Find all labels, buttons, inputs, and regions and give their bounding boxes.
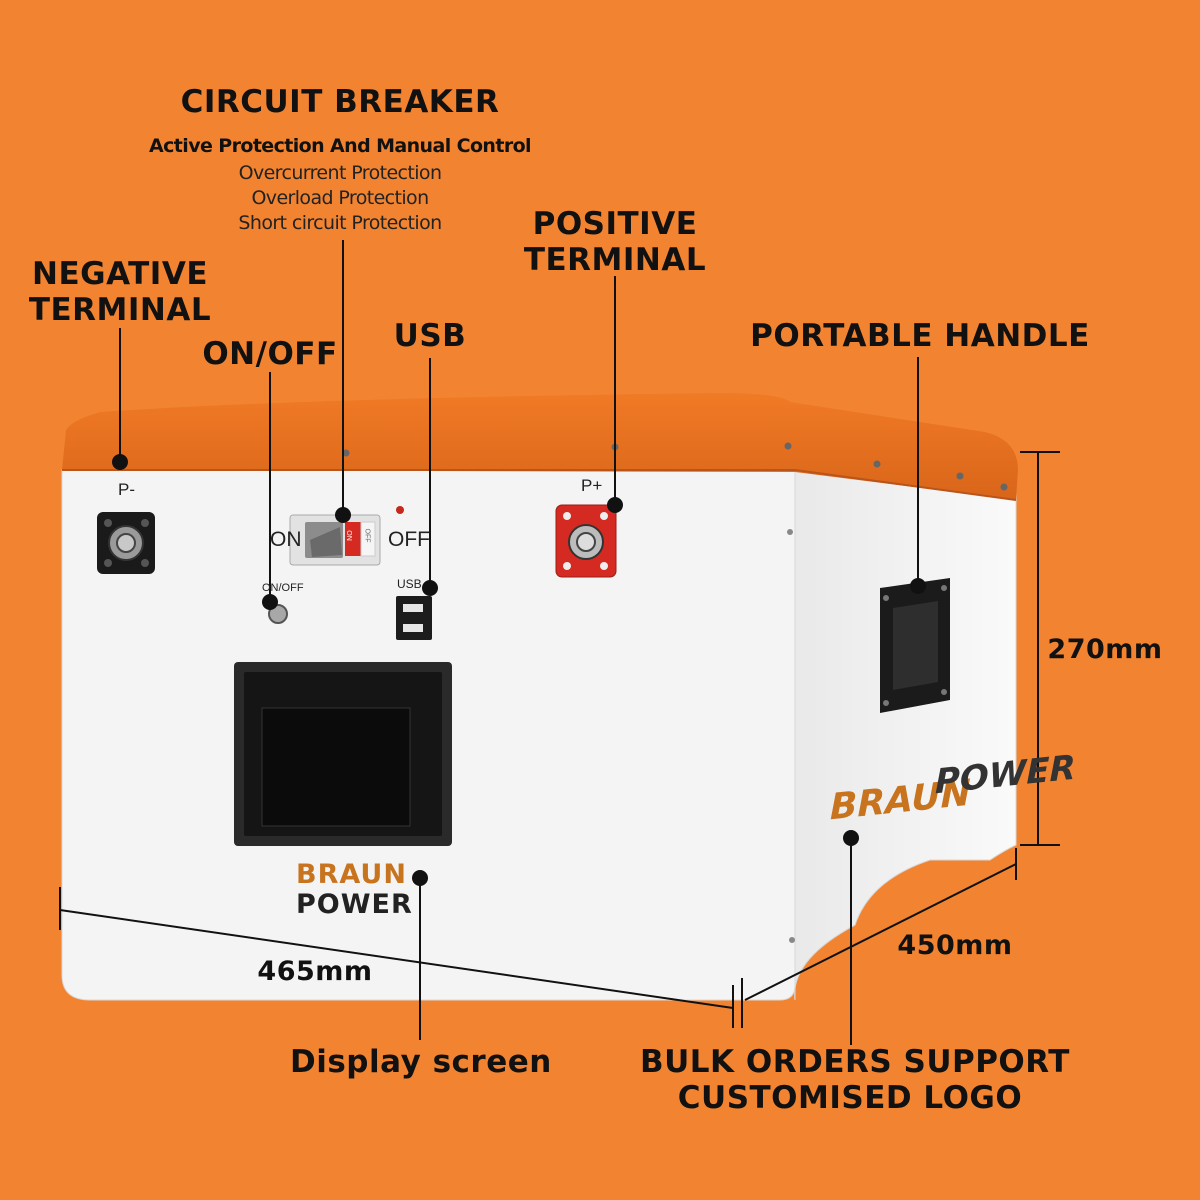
bulk-orders-line-1: BULK ORDERS SUPPORT [640, 1044, 1070, 1080]
front-brand-word-1: BRAUN [296, 859, 407, 890]
positive-mark: P+ [581, 476, 603, 495]
front-brand-logo: BRAUN POWER [296, 860, 413, 920]
portable-handle-graphic [880, 578, 950, 713]
front-brand-word-2: POWER [296, 889, 413, 920]
positive-terminal-line-1: POSITIVE [532, 206, 698, 242]
usb-port-graphic [396, 596, 432, 640]
negative-terminal-line-2: TERMINAL [28, 292, 212, 328]
battery-lid [62, 393, 1018, 500]
power-button-graphic [268, 604, 288, 624]
height-dimension-line [1020, 451, 1060, 846]
breaker-off-mark: OFF [388, 528, 430, 551]
breaker-on-mark: ON [270, 528, 302, 551]
positive-terminal-post [555, 504, 617, 578]
usb-label: USB [393, 318, 467, 354]
negative-terminal-post [97, 512, 155, 574]
positive-terminal-line-2: TERMINAL [523, 242, 707, 278]
circuit-breaker-feature-1: Overcurrent Protection [238, 162, 442, 184]
height-dimension-label: 270mm [1047, 634, 1163, 665]
display-screen-label: Display screen [290, 1044, 552, 1080]
circuit-breaker-subtitle: Active Protection And Manual Control [149, 135, 532, 157]
breaker-switch-on-mark: ON [344, 530, 352, 541]
negative-terminal-label: NEGATIVE TERMINAL [20, 256, 220, 328]
width-dimension-label: 465mm [257, 956, 373, 987]
depth-dimension-label: 450mm [897, 930, 1013, 961]
circuit-breaker-feature-3: Short circuit Protection [238, 212, 442, 234]
positive-terminal-label: POSITIVE TERMINAL [515, 206, 715, 278]
circuit-breaker-title: CIRCUIT BREAKER [180, 84, 500, 120]
circuit-breaker-feature-2: Overload Protection [251, 187, 429, 209]
portable-handle-label: PORTABLE HANDLE [750, 318, 1090, 354]
negative-mark: P- [118, 480, 135, 499]
display-screen-graphic [234, 662, 452, 846]
usb-mark: USB [397, 577, 422, 591]
bulk-orders-label: BULK ORDERS SUPPORT CUSTOMISED LOGO [640, 1044, 1070, 1116]
breaker-switch-off-mark: OFF [363, 528, 371, 543]
depth-dimension-line [741, 848, 1017, 1028]
onoff-mark: ON/OFF [262, 582, 304, 594]
on-off-label: ON/OFF [202, 336, 338, 372]
bulk-orders-line-2: CUSTOMISED LOGO [677, 1080, 1023, 1116]
width-dimension-line [59, 887, 734, 1028]
negative-terminal-line-1: NEGATIVE [32, 256, 208, 292]
